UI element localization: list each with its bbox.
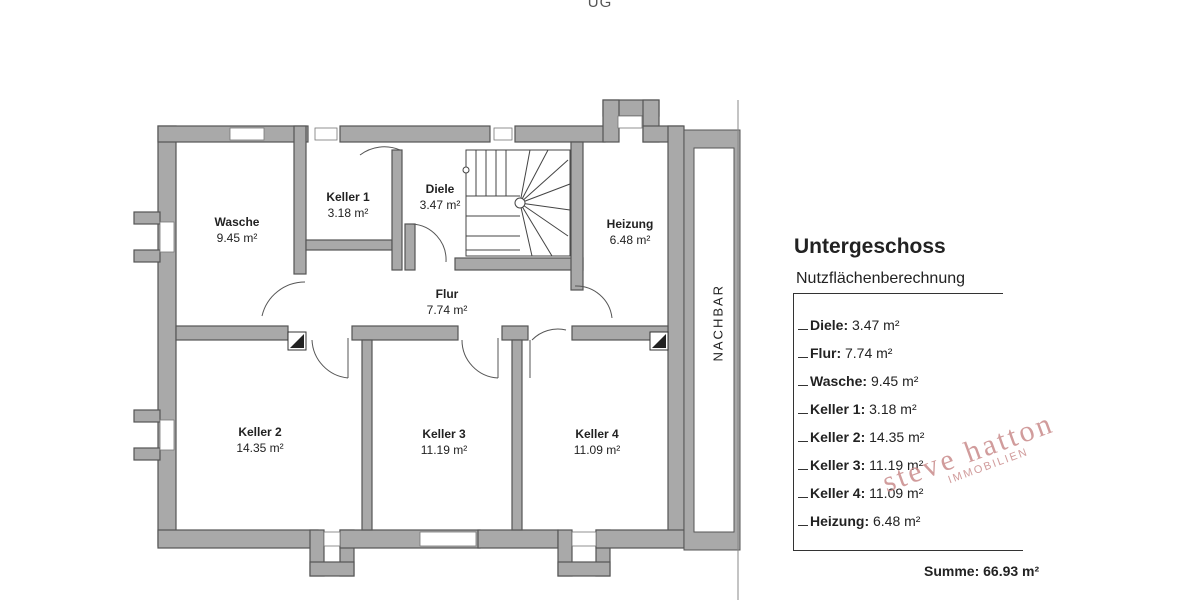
wall-stair-south	[454, 257, 584, 271]
door-wasche	[261, 281, 306, 317]
room-keller1: Keller 1 3.18 m²	[326, 189, 369, 221]
wall-flur-south-3	[501, 325, 529, 341]
area-total: Summe: 66.93 m²	[924, 563, 1040, 579]
area-item-keller3: Keller 3: 11.19 m²	[798, 451, 924, 479]
door-keller3	[461, 339, 499, 379]
area-list: Diele: 3.47 m² Flur: 7.74 m² Wasche: 9.4…	[798, 311, 924, 535]
room-heizung-area: 6.48 m²	[609, 233, 651, 247]
room-keller2: Keller 2 14.35 m²	[236, 424, 283, 456]
area-item-keller1: Keller 1: 3.18 m²	[798, 395, 924, 423]
wall-south-1	[157, 529, 319, 549]
floor-plan	[133, 99, 741, 600]
area-item-diele: Diele: 3.47 m²	[798, 311, 924, 339]
walls	[133, 99, 685, 577]
room-keller2-name: Keller 2	[238, 425, 282, 439]
room-heizung-name: Heizung	[606, 217, 654, 231]
door-keller2	[311, 339, 349, 379]
wall-west-bay1-top	[133, 211, 161, 225]
legend-title: Untergeschoss	[794, 235, 946, 258]
wall-keller1-south	[305, 239, 393, 251]
area-item-wasche: Wasche: 9.45 m²	[798, 367, 924, 395]
wall-west	[157, 125, 177, 547]
wall-south-bay2-bottom	[557, 561, 611, 577]
wall-south-3	[477, 529, 559, 549]
doors	[261, 146, 613, 379]
wall-west-bay1-bottom	[133, 249, 161, 263]
room-diele: Diele 3.47 m²	[420, 181, 461, 213]
neighbor-label: NACHBAR	[711, 284, 726, 362]
door-keller4	[531, 328, 567, 341]
legend-top-rule	[793, 293, 1003, 294]
room-heizung: Heizung 6.48 m²	[607, 216, 654, 248]
room-keller4: Keller 4 11.09 m²	[574, 426, 620, 458]
wall-west-bay2-bottom	[133, 447, 161, 461]
room-keller2-area: 14.35 m²	[236, 441, 284, 455]
room-keller3: Keller 3 11.19 m²	[421, 426, 467, 458]
shafts	[287, 331, 669, 351]
wall-east	[667, 125, 685, 547]
wall-south-bay1-bottom	[309, 561, 355, 577]
room-keller3-name: Keller 3	[422, 427, 466, 441]
wall-flur-south-2	[351, 325, 459, 341]
wall-diele-post	[404, 223, 416, 271]
door-heizung	[574, 285, 613, 319]
room-keller1-name: Keller 1	[326, 190, 370, 204]
door-keller1	[359, 146, 401, 156]
wall-heizung-west	[570, 141, 584, 291]
wall-west-bay2-top	[133, 409, 161, 423]
wall-keller2-3	[361, 339, 373, 531]
wall-south-4	[595, 529, 685, 549]
door-diele	[411, 223, 447, 263]
room-diele-area: 3.47 m²	[419, 198, 461, 212]
legend-left-rule	[793, 293, 794, 551]
legend-bottom-rule	[793, 550, 1023, 551]
wall-flur-south-1	[175, 325, 289, 341]
room-keller3-area: 11.19 m²	[420, 443, 468, 457]
room-keller4-name: Keller 4	[575, 427, 619, 441]
area-item-keller4: Keller 4: 11.09 m²	[798, 479, 924, 507]
windows	[159, 115, 643, 547]
room-wasche-area: 9.45 m²	[216, 231, 258, 245]
room-wasche: Wasche 9.45 m²	[215, 214, 260, 246]
room-flur-area: 7.74 m²	[426, 303, 468, 317]
room-keller4-area: 11.09 m²	[573, 443, 621, 457]
area-item-keller2: Keller 2: 14.35 m²	[798, 423, 924, 451]
floor-label: UG	[587, 0, 613, 11]
wall-north-3	[514, 125, 606, 143]
room-flur: Flur 7.74 m²	[427, 286, 468, 318]
room-diele-name: Diele	[425, 182, 455, 196]
wall-keller3-4	[511, 339, 523, 531]
wall-wasche-east	[293, 125, 307, 275]
room-wasche-name: Wasche	[214, 215, 260, 229]
staircase	[462, 149, 571, 257]
area-item-flur: Flur: 7.74 m²	[798, 339, 924, 367]
wall-diele-west	[391, 149, 403, 271]
room-keller1-area: 3.18 m²	[327, 206, 369, 220]
wall-bay-left	[602, 99, 620, 143]
wall-north-2	[339, 125, 491, 143]
legend-subtitle: Nutzflächenberechnung	[796, 270, 966, 287]
area-item-heizung: Heizung: 6.48 m²	[798, 507, 924, 535]
room-flur-name: Flur	[435, 287, 459, 301]
neighbor-building	[683, 100, 741, 600]
